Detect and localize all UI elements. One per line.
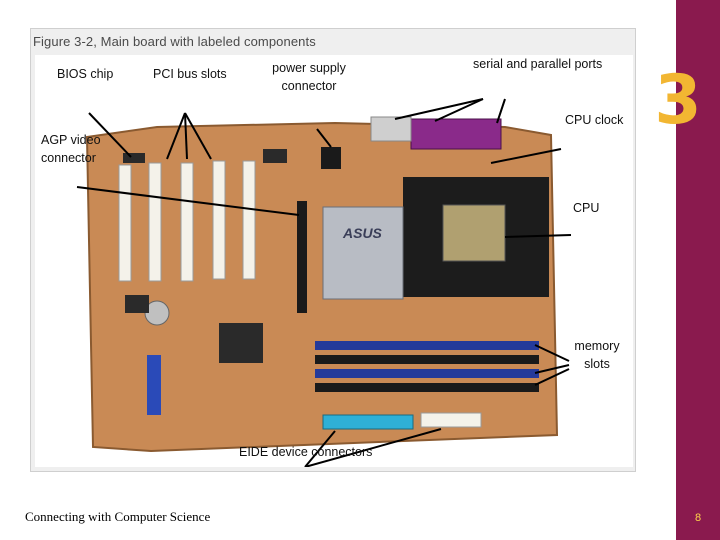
power-supply-connector-part — [321, 147, 341, 169]
ide-connector-2 — [420, 412, 482, 428]
leader-cpu — [504, 234, 572, 238]
label-memory-line1: memory — [574, 339, 620, 353]
leader-cpu-clock — [490, 148, 562, 164]
footer-text: Connecting with Computer Science — [25, 509, 211, 524]
motherboard-illustration — [76, 98, 572, 467]
leader-power — [316, 128, 332, 148]
memory-slot-3 — [315, 369, 539, 378]
label-power-supply-line2: connector — [281, 79, 337, 93]
leader-memory-2 — [534, 364, 570, 374]
memory-slot-2 — [315, 355, 539, 364]
leader-eide-1 — [304, 430, 336, 467]
leader-bios — [88, 112, 132, 158]
serial-parallel-ports — [410, 118, 502, 150]
label-power-supply-line1: power supply — [272, 61, 346, 75]
pci-slot-1 — [118, 164, 132, 282]
pci-slot-5 — [242, 160, 256, 280]
memory-slot-1 — [315, 341, 539, 350]
cpu-part — [442, 204, 506, 262]
board-brand-logo: ASUS — [343, 225, 382, 241]
pci-slot-4 — [212, 160, 226, 280]
chapter-sidebar — [676, 0, 720, 540]
label-pci-bus-slots: PCI bus slots — [153, 67, 227, 81]
label-agp-line2: connector — [41, 151, 96, 165]
memory-slot-4 — [315, 383, 539, 392]
label-eide-connectors: EIDE device connectors — [239, 445, 373, 459]
board-chip-1 — [125, 295, 149, 313]
leader-memory-3 — [534, 368, 570, 386]
rear-io-shield — [370, 116, 412, 142]
pci-slot-3 — [180, 162, 194, 282]
figure: Figure 3-2, Main board with labeled comp… — [30, 28, 636, 472]
motherboard-photo: BIOS chip PCI bus slots power supply con… — [35, 55, 633, 467]
label-bios-chip: BIOS chip — [57, 67, 114, 81]
leader-memory-1 — [534, 344, 570, 362]
bios-chip-part — [123, 153, 145, 163]
leader-agp — [76, 186, 300, 216]
leader-serial-1 — [394, 98, 484, 120]
chapter-number: 3 — [654, 61, 701, 140]
ide-connector-1 — [322, 414, 414, 430]
leader-eide-2 — [304, 428, 442, 467]
label-agp-line1: AGP video — [41, 133, 101, 147]
page-number: 8 — [694, 512, 702, 524]
label-cpu-clock: CPU clock — [565, 113, 624, 127]
leader-serial-3 — [496, 98, 506, 124]
leader-pci-1 — [166, 112, 186, 160]
board-chip-2 — [263, 149, 287, 163]
leader-pci-3 — [184, 112, 212, 160]
leader-serial-2 — [434, 98, 484, 122]
pci-slot-2 — [148, 162, 162, 282]
sata-connector — [147, 355, 161, 415]
agp-slot — [297, 201, 307, 313]
leader-pci-2 — [184, 112, 188, 160]
label-cpu: CPU — [573, 201, 600, 215]
label-memory-line2: slots — [584, 357, 610, 371]
southbridge-chip — [219, 323, 263, 363]
label-serial-parallel-ports: serial and parallel ports — [473, 57, 603, 71]
figure-title: Figure 3-2, Main board with labeled comp… — [33, 34, 316, 49]
northbridge-heatsink — [322, 206, 404, 300]
